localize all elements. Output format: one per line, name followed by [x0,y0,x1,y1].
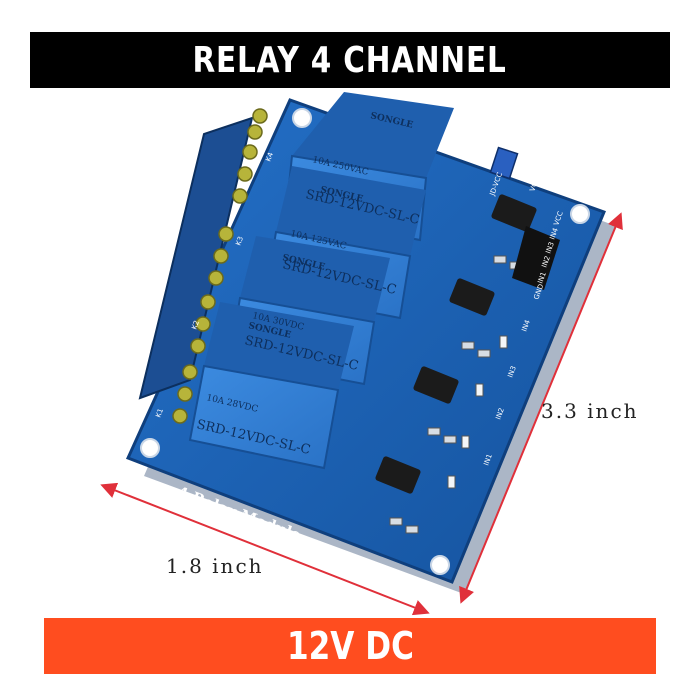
height-dimension-label: 3.3 inch [541,399,639,423]
terminal-blocks [138,108,268,424]
mounting-hole [430,555,450,575]
width-dimension-label: 1.8 inch [166,554,264,578]
title-banner: RELAY 4 CHANNEL [30,32,670,88]
mounting-hole [140,438,160,458]
terminal-label-k3: K3 [234,235,245,246]
mounting-hole [292,108,312,128]
title-text: RELAY 4 CHANNEL [192,39,508,81]
relay-1 [188,302,354,470]
footer-banner: 12V DC [44,618,656,674]
terminal-label-k1: K1 [154,407,165,418]
height-dimension-line [459,212,623,604]
terminal-label-k2: K2 [190,319,201,330]
terminal-label-k4: K4 [264,151,275,163]
mounting-hole [570,204,590,224]
width-dimension-line [100,482,430,616]
footer-text: 12V DC [286,624,414,668]
